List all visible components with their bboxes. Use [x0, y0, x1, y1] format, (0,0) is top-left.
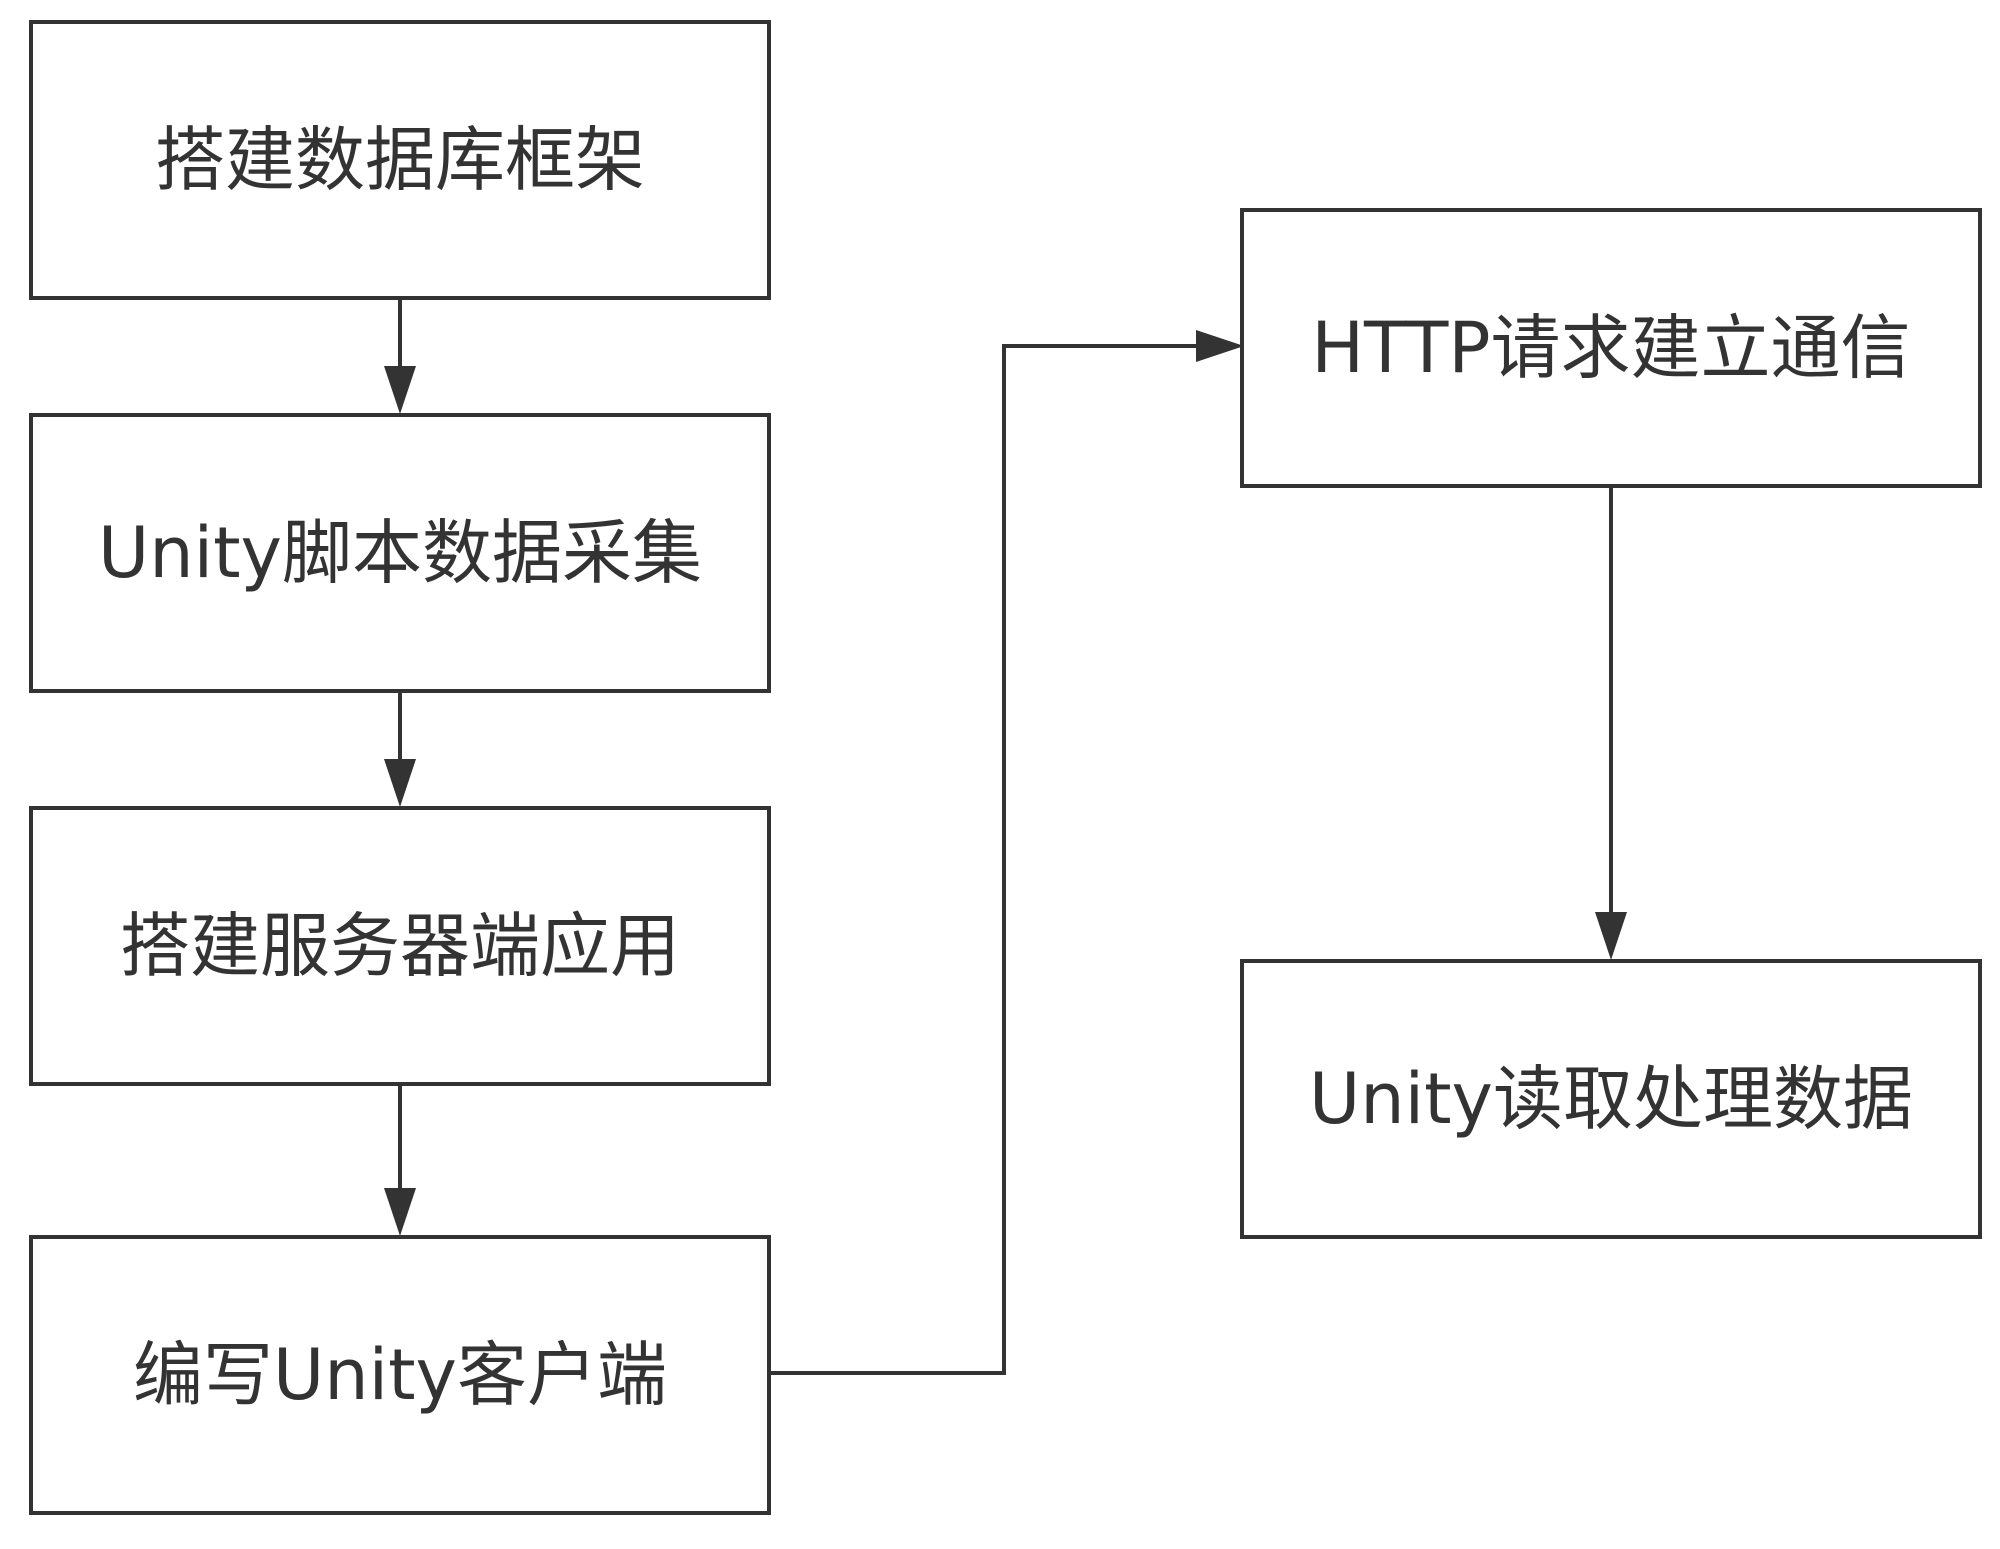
node-label: HTTP请求建立通信 [1311, 307, 1910, 389]
node-label: 搭建服务器端应用 [120, 905, 680, 987]
node-unity-read-process-data[interactable]: Unity读取处理数据 [1240, 959, 1982, 1239]
arrow-head [384, 366, 416, 414]
node-build-database-framework[interactable]: 搭建数据库框架 [29, 20, 771, 300]
edge-n1-n2 [384, 298, 416, 414]
node-label: Unity脚本数据采集 [98, 512, 702, 594]
edge-n4-n5 [769, 330, 1244, 1375]
arrow-head [1595, 912, 1627, 960]
node-label: Unity读取处理数据 [1309, 1058, 1913, 1140]
node-label: 编写Unity客户端 [133, 1334, 667, 1416]
edge-n2-n3 [384, 691, 416, 807]
node-unity-script-data-collection[interactable]: Unity脚本数据采集 [29, 413, 771, 693]
node-build-server-application[interactable]: 搭建服务器端应用 [29, 806, 771, 1086]
arrow-head [384, 1188, 416, 1236]
node-write-unity-client[interactable]: 编写Unity客户端 [29, 1235, 771, 1515]
arrow-head [384, 759, 416, 807]
arrow-head [1196, 330, 1244, 362]
edge-n3-n4 [384, 1084, 416, 1236]
node-label: 搭建数据库框架 [155, 119, 645, 201]
node-http-request-communication[interactable]: HTTP请求建立通信 [1240, 208, 1982, 488]
edge-n5-n6 [1595, 486, 1627, 960]
